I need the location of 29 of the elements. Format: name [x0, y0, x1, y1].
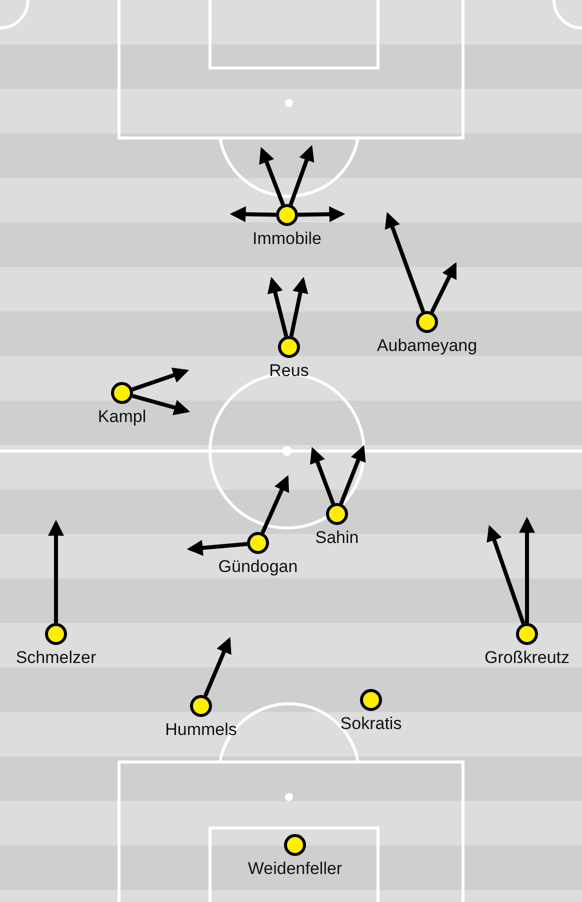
arrow — [203, 637, 232, 697]
arrow — [260, 475, 290, 534]
arrow — [259, 147, 285, 206]
arrow — [310, 447, 336, 504]
arrow — [486, 524, 526, 624]
player-name: Hummels — [165, 720, 237, 740]
player-name: Sokratis — [340, 714, 402, 734]
arrow — [132, 368, 190, 392]
arrow — [48, 520, 64, 623]
player-name: Kampl — [98, 407, 146, 427]
player-name: Gündogan — [218, 557, 298, 577]
arrow — [289, 276, 308, 337]
player-name: Immobile — [252, 229, 322, 249]
arrow — [339, 445, 366, 504]
player-name: Schmelzer — [16, 648, 96, 668]
player-name: Aubameyang — [376, 336, 478, 356]
player-name: Reus — [269, 361, 309, 381]
arrow — [384, 212, 426, 312]
arrow — [132, 394, 190, 416]
arrow — [519, 516, 535, 623]
player-name: Sahin — [315, 528, 359, 548]
player-name: Weidenfeller — [248, 859, 342, 879]
arrow — [230, 206, 276, 222]
arrow — [288, 144, 314, 206]
arrow — [186, 540, 248, 556]
arrow — [267, 276, 288, 337]
arrow — [430, 262, 457, 314]
player-name: Großkreutz — [484, 648, 570, 668]
arrow — [298, 206, 346, 222]
